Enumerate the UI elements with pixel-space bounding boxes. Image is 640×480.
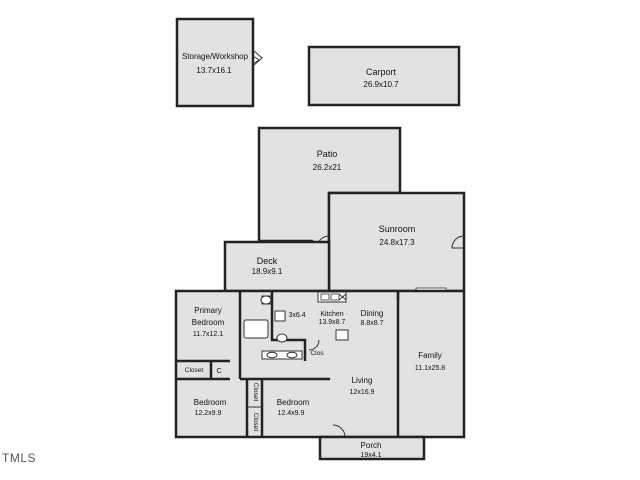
vanity-sink2-icon bbox=[286, 351, 298, 359]
carport-label: Carport bbox=[366, 67, 397, 77]
porch-size: 19x4.1 bbox=[360, 452, 381, 459]
main-house: Primary Bedroom 11.7x12.1 3x6.4 Kitchen … bbox=[174, 289, 466, 439]
patio-label: Patio bbox=[317, 149, 338, 159]
storage-door-icon bbox=[252, 49, 263, 67]
kitchen-sink-icon bbox=[330, 293, 340, 301]
wall-bath bbox=[270, 291, 307, 361]
closet-c-label: Closet bbox=[185, 367, 204, 374]
deck-label: Deck bbox=[257, 256, 278, 266]
deck-room: Deck 18.9x9.1 bbox=[223, 240, 331, 301]
bedroom-b-label: Bedroom bbox=[277, 398, 310, 407]
dining-label: Dining bbox=[361, 309, 384, 318]
storage-workshop-room: Storage/Workshop 13.7x16.1 bbox=[175, 17, 263, 108]
primary-bedroom-label-1: Primary bbox=[194, 306, 222, 315]
bedroom-a-label: Bedroom bbox=[194, 398, 227, 407]
bedroom-a-size: 12.2x9.9 bbox=[195, 410, 222, 417]
deck-size: 18.9x9.1 bbox=[252, 267, 283, 276]
bathtub-icon bbox=[243, 319, 269, 339]
tmls-logo: TMLS bbox=[2, 451, 37, 465]
sunroom-label: Sunroom bbox=[379, 224, 416, 234]
porch-room: Porch 19x4.1 bbox=[318, 435, 426, 461]
bath-size: 3x6.4 bbox=[288, 312, 305, 319]
closet-c-letter: C bbox=[216, 368, 221, 375]
sunroom-room: Sunroom 24.8x17.3 bbox=[316, 191, 466, 293]
primary-bedroom-size: 11.7x12.1 bbox=[193, 331, 223, 338]
sunroom-door-right-icon bbox=[451, 235, 465, 249]
clos-label: Clos bbox=[310, 350, 324, 357]
stove-icon bbox=[320, 293, 330, 301]
bedroom-b-size: 12.4x9.9 bbox=[278, 410, 305, 417]
kitchen-door-icon bbox=[308, 339, 320, 351]
kitchen-size: 13.9x8.7 bbox=[319, 319, 346, 326]
dining-size: 8.8x8.7 bbox=[361, 320, 384, 327]
fridge-icon bbox=[335, 329, 349, 341]
toilet-bowl-icon bbox=[260, 295, 272, 305]
porch-door-icon bbox=[332, 424, 346, 438]
family-size: 11.1x25.8 bbox=[415, 365, 445, 372]
closet-v1-label: Closet bbox=[252, 383, 259, 402]
sink-icon bbox=[274, 310, 286, 322]
toilet2-icon bbox=[276, 333, 288, 343]
kitchen-label: Kitchen bbox=[320, 311, 343, 318]
vanity-sink1-icon bbox=[266, 351, 278, 359]
living-label: Living bbox=[352, 376, 373, 385]
appliance-icon bbox=[338, 293, 347, 301]
carport-room: Carport 26.9x10.7 bbox=[307, 45, 461, 107]
family-label: Family bbox=[418, 351, 442, 360]
storage-workshop-label: Storage/Workshop bbox=[182, 52, 249, 61]
storage-workshop-size: 13.7x16.1 bbox=[196, 66, 232, 75]
patio-size: 26.2x21 bbox=[313, 163, 342, 172]
sunroom-size: 24.8x17.3 bbox=[379, 238, 415, 247]
closet-v2-label: Closet bbox=[252, 413, 259, 432]
carport-size: 26.9x10.7 bbox=[363, 80, 399, 89]
porch-label: Porch bbox=[361, 441, 382, 450]
vanity-icon bbox=[261, 350, 303, 360]
living-size: 12x16.9 bbox=[350, 389, 375, 396]
primary-bedroom-label-2: Bedroom bbox=[192, 318, 225, 327]
